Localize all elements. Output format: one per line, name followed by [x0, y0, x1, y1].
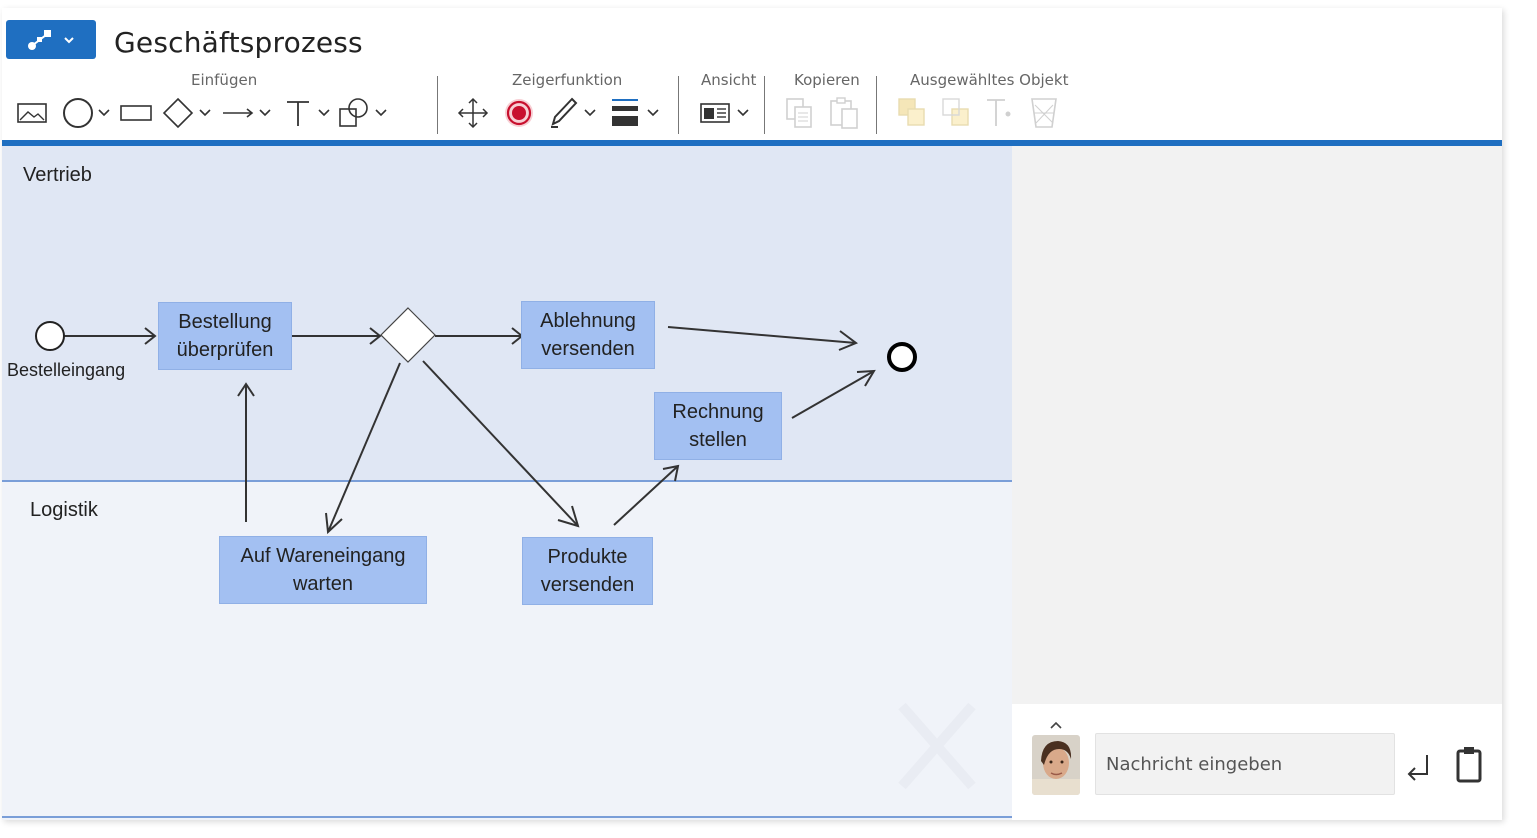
side-panel	[1012, 146, 1502, 704]
group-label-insert: Einfügen	[191, 71, 258, 89]
arrow-icon	[223, 108, 254, 118]
view-layout-icon	[700, 103, 730, 123]
chevron-down-icon	[259, 109, 271, 117]
rectangle-icon	[120, 105, 152, 121]
send-backward-button[interactable]	[938, 95, 974, 131]
chevron-down-icon	[647, 109, 659, 117]
insert-toolbar	[14, 95, 390, 131]
app-menu-button[interactable]	[6, 20, 96, 59]
chevron-down-icon	[98, 109, 110, 117]
circle-dropdown[interactable]	[96, 95, 112, 131]
insert-arrow-button[interactable]	[220, 95, 256, 131]
task-wait-goods[interactable]: Auf Wareneingang warten	[219, 536, 427, 604]
arrow-dropdown[interactable]	[256, 95, 274, 131]
chevron-down-icon	[375, 109, 387, 117]
diagram-icon	[28, 29, 51, 50]
paste-icon	[830, 97, 858, 129]
avatar[interactable]	[1032, 735, 1080, 795]
group-label-selected: Ausgewähltes Objekt	[910, 71, 1069, 89]
chevron-down-icon	[737, 109, 749, 117]
toolbar-separator	[437, 76, 438, 134]
text-format-button[interactable]	[982, 95, 1018, 131]
task-invoice[interactable]: Rechnung stellen	[654, 392, 782, 460]
text-format-icon	[987, 99, 1011, 126]
line-weight-dropdown[interactable]	[644, 95, 662, 131]
diamond-dropdown[interactable]	[196, 95, 214, 131]
lane-label: Vertrieb	[23, 164, 92, 186]
toolbar-separator	[764, 76, 765, 134]
enter-icon[interactable]	[1406, 752, 1432, 782]
circle-icon	[63, 98, 93, 128]
delete-button[interactable]	[1026, 95, 1062, 131]
connectors-layer	[35, 307, 976, 790]
toolbar-separator	[678, 76, 679, 134]
text-dropdown[interactable]	[316, 95, 332, 131]
line-weight-icon	[612, 99, 638, 126]
toolbar-separator	[876, 76, 877, 134]
start-event-label: Bestelleingang	[7, 360, 126, 380]
lane-label: Logistik	[30, 499, 98, 521]
pointer-toolbar	[454, 95, 662, 131]
view-layout-button[interactable]	[697, 95, 733, 131]
text-icon	[287, 101, 309, 126]
insert-circle-button[interactable]	[60, 95, 96, 131]
move-button[interactable]	[454, 95, 492, 131]
group-label-pointer: Zeigerfunktion	[512, 71, 623, 89]
document-title: Geschäftsprozess	[114, 26, 363, 59]
laser-pointer-button[interactable]	[500, 95, 538, 131]
task-check-order[interactable]: Bestellung überprüfen	[158, 302, 292, 370]
message-input[interactable]	[1095, 733, 1395, 795]
group-label-copy: Kopieren	[794, 71, 860, 89]
copy-icon	[786, 98, 812, 128]
send-backward-icon	[942, 98, 969, 126]
chevron-down-icon	[64, 36, 74, 43]
group-label-view: Ansicht	[701, 71, 757, 89]
view-toolbar	[697, 95, 753, 131]
diamond-icon	[162, 97, 194, 129]
toolbar-divider	[2, 140, 1502, 146]
bring-forward-icon	[898, 98, 925, 126]
paste-button[interactable]	[826, 95, 862, 131]
delete-icon	[1031, 98, 1057, 128]
copy-toolbar	[782, 95, 862, 131]
clipboard-icon[interactable]	[1455, 745, 1483, 783]
chevron-down-icon	[199, 109, 211, 117]
insert-shapes-button[interactable]	[336, 95, 372, 131]
pen-icon	[551, 97, 578, 128]
image-icon	[17, 103, 47, 123]
shapes-dropdown[interactable]	[372, 95, 390, 131]
end-event[interactable]	[887, 342, 917, 372]
start-event[interactable]	[35, 321, 65, 351]
selected-object-toolbar	[894, 95, 1062, 131]
line-weight-button[interactable]	[606, 95, 644, 131]
task-ship-products[interactable]: Produkte versenden	[522, 537, 653, 605]
bring-forward-button[interactable]	[894, 95, 930, 131]
pen-dropdown[interactable]	[582, 95, 598, 131]
diagram-canvas[interactable]: Vertrieb Logistik	[2, 146, 1012, 820]
laser-pointer-icon	[505, 99, 533, 127]
insert-text-button[interactable]	[280, 95, 316, 131]
task-send-rejection[interactable]: Ablehnung versenden	[521, 301, 655, 369]
exclusive-gateway[interactable]	[380, 307, 436, 363]
user-avatar-image	[1032, 735, 1080, 795]
chevron-up-icon[interactable]	[1049, 720, 1063, 730]
insert-rectangle-button[interactable]	[118, 95, 154, 131]
move-icon	[457, 97, 489, 129]
shapes-icon	[339, 98, 368, 127]
copy-button[interactable]	[782, 95, 818, 131]
view-dropdown[interactable]	[733, 95, 753, 131]
chevron-down-icon	[318, 109, 330, 117]
insert-image-button[interactable]	[14, 95, 50, 131]
swimlane-logistik[interactable]: Logistik	[2, 484, 1012, 818]
pen-button[interactable]	[544, 95, 582, 131]
chevron-down-icon	[584, 109, 596, 117]
insert-diamond-button[interactable]	[160, 95, 196, 131]
